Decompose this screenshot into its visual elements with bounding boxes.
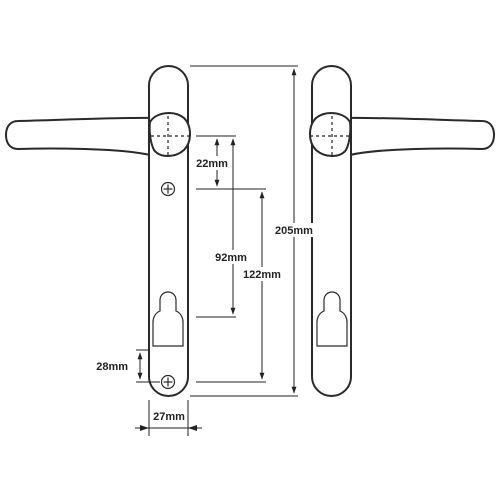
label-22mm: 22mm [196, 158, 228, 170]
right-lever [341, 116, 496, 157]
left-lever-boss [148, 112, 191, 157]
left-top-screw-icon [160, 181, 176, 197]
right-lever-boss [309, 112, 352, 157]
left-cylinder-cutout [152, 291, 184, 347]
dimension-labels: 22mm 92mm 122mm 205mm 28mm 27mm [96, 156, 316, 423]
left-door-handle [4, 65, 191, 397]
label-205mm: 205mm [275, 225, 313, 237]
left-bottom-screw-icon [160, 374, 176, 390]
right-door-handle [309, 65, 496, 397]
label-122mm: 122mm [243, 269, 281, 281]
label-27mm: 27mm [153, 411, 185, 423]
left-lever [4, 116, 159, 157]
label-28mm: 28mm [96, 361, 128, 373]
right-cylinder-cutout [316, 291, 348, 347]
label-92mm: 92mm [215, 252, 247, 264]
